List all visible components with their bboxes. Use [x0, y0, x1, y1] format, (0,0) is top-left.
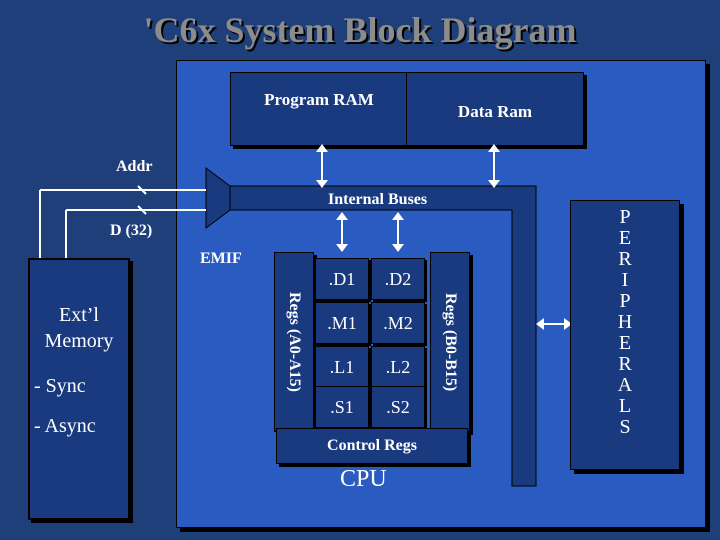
data-ram-label: Data Ram [457, 102, 533, 121]
sync-label: - Sync [34, 375, 86, 397]
addr-slash [137, 185, 147, 195]
emif-mux-shape [205, 167, 231, 229]
cpu-label: CPU [340, 466, 387, 492]
data-bus-label: D (32) [110, 222, 153, 239]
peripherals-letter: A [617, 374, 633, 396]
addr-label: Addr [116, 158, 153, 175]
peripherals-letter: L [618, 395, 632, 417]
control-regs-label: Control Regs [327, 437, 417, 454]
cpu-bus-arrow-right [392, 212, 404, 252]
regs-b-label: Regs (B0-B15) [442, 292, 459, 392]
peripherals-letter: P [619, 206, 631, 228]
unit-d1: .D1 [315, 258, 369, 300]
unit-s1: .S1 [315, 386, 369, 428]
unit-l2: .L2 [371, 346, 425, 388]
ext-memory-label: Ext’l Memory [44, 304, 114, 352]
peripherals-letter: I [621, 269, 629, 291]
async-label: - Async [34, 415, 96, 437]
external-memory-block: Ext’l Memory - Sync - Async [28, 258, 130, 520]
unit-d2: .D2 [371, 258, 425, 300]
peripherals-letter: P [619, 290, 631, 312]
unit-s2: .S2 [371, 386, 425, 428]
data-ram-arrow [488, 144, 500, 188]
unit-m2: .M2 [371, 302, 425, 344]
program-ram-block: Program RAM [230, 72, 408, 146]
peripherals-letter: R [618, 353, 632, 375]
cpu-bus-arrow-left [336, 212, 348, 252]
unit-l1-label: .L1 [329, 357, 355, 377]
control-regs-block: Control Regs [276, 428, 468, 464]
regs-b-block: Regs (B0-B15) [430, 252, 470, 432]
program-ram-arrow [316, 144, 328, 188]
internal-buses-label: Internal Buses [328, 191, 428, 208]
peripherals-letter: R [618, 248, 632, 270]
unit-m1-label: .M1 [327, 313, 357, 333]
peripherals-letter: S [619, 416, 631, 438]
regs-a-block: Regs (A0-A15) [274, 252, 314, 432]
unit-l1: .L1 [315, 346, 369, 388]
peripherals-arrow [536, 318, 572, 330]
data-slash [137, 205, 147, 215]
unit-d1-label: .D1 [328, 269, 356, 289]
unit-l2-label: .L2 [385, 357, 411, 377]
peripherals-letter: E [618, 227, 632, 249]
unit-m2-label: .M2 [383, 313, 413, 333]
emif-label: EMIF [200, 250, 242, 267]
diagram-title: 'C6x System Block Diagram [143, 10, 577, 50]
unit-s2-label: .S2 [386, 397, 410, 417]
unit-d2-label: .D2 [384, 269, 412, 289]
data-ram-block: Data Ram [406, 72, 584, 146]
unit-s1-label: .S1 [330, 397, 354, 417]
unit-m1: .M1 [315, 302, 369, 344]
program-ram-label: Program RAM [264, 90, 374, 109]
peripherals-letter: E [618, 332, 632, 354]
regs-a-label: Regs (A0-A15) [286, 292, 303, 392]
peripherals-letter: H [617, 311, 633, 333]
